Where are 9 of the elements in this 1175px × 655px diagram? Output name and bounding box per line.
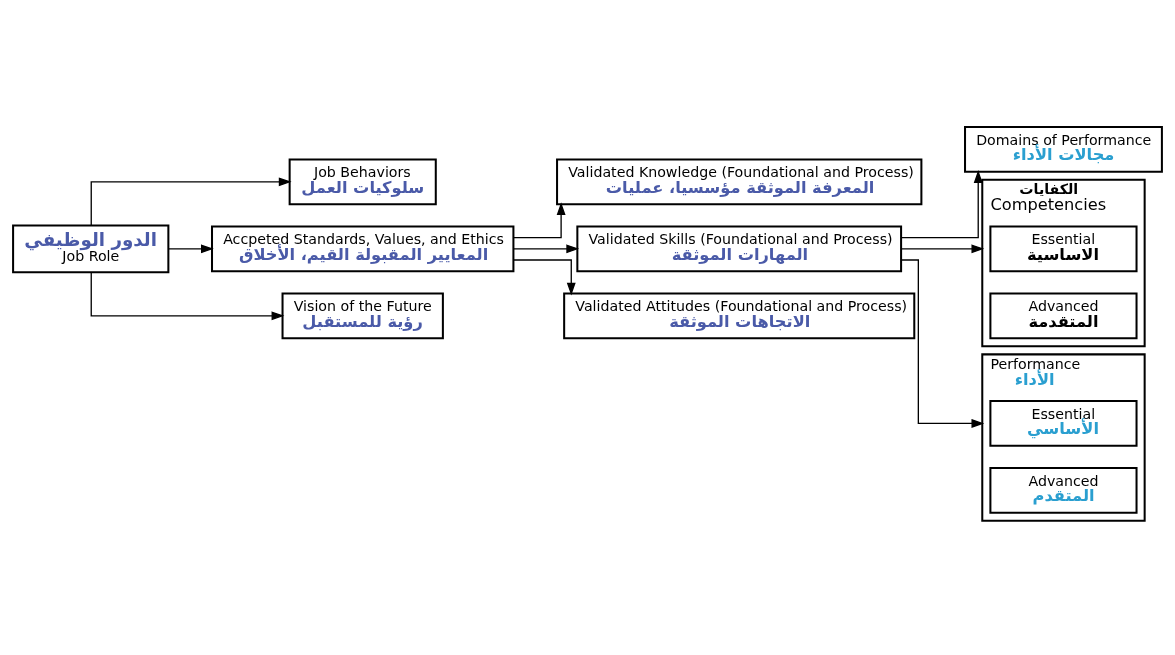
arrow [168,243,214,253]
arrow [513,243,580,253]
arrow [900,169,983,238]
arrow [900,258,985,428]
arrow [90,271,285,320]
arrow [90,176,292,226]
arrow [512,258,576,295]
arrow [900,243,985,253]
arrow [512,201,566,238]
